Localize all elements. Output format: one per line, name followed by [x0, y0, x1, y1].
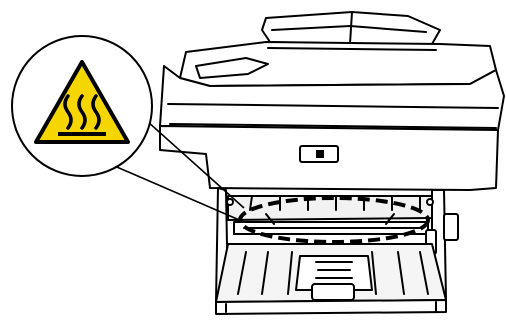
hot-surface-bar: [58, 132, 106, 136]
rear-cover-open: [216, 244, 446, 314]
printer-body: [160, 126, 498, 190]
document-feeder: [180, 12, 496, 86]
warning-magnifier: [12, 36, 152, 176]
cover-handle: [312, 284, 354, 300]
